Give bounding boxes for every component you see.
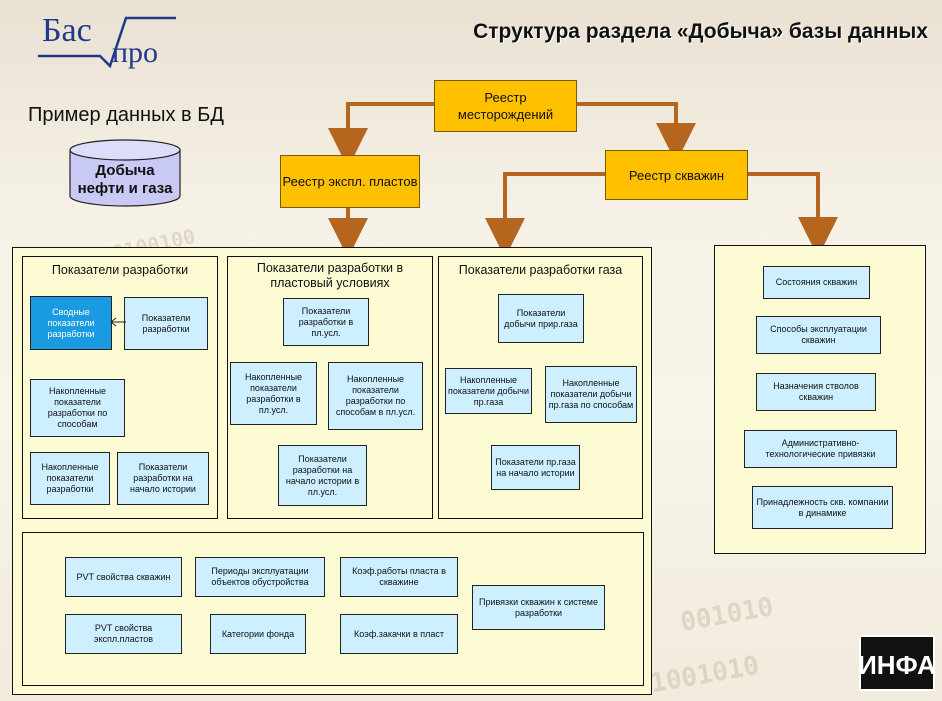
infa-logo: ИНФА	[858, 634, 936, 692]
item-cumulative-development[interactable]: Накопленные показатели разработки	[30, 452, 110, 505]
item-reservoir-at-start[interactable]: Показатели разработки на начало истории …	[278, 445, 367, 506]
panel-reservoir-title: Показатели разработки в пластовый услови…	[256, 261, 404, 290]
page-subtitle: Пример данных в БД	[28, 104, 224, 126]
panel-gas-title: Показатели разработки газа	[458, 263, 623, 277]
database-icon: Добыча нефти и газа	[68, 138, 182, 208]
item-development-indicators[interactable]: Показатели разработки	[124, 297, 208, 350]
item-layer-work-coef[interactable]: Коэф.работы пласта в скважине	[340, 557, 458, 597]
logo-part1: Бас	[42, 12, 92, 49]
logo-part2: про	[112, 36, 159, 69]
item-gas-production[interactable]: Показатели добычи прир.газа	[498, 294, 584, 343]
item-company-ownership[interactable]: Принадлежность скв. компании в динамике	[752, 486, 893, 529]
database-label-line1: Добыча	[95, 162, 155, 179]
baspro-logo: Бас про	[38, 10, 178, 69]
item-well-system-links[interactable]: Привязки скважин к системе разработки	[472, 585, 605, 630]
page-title: Структура раздела «Добыча» базы данных	[473, 20, 928, 43]
item-operation-periods[interactable]: Периоды эксплуатации объектов обустройст…	[195, 557, 325, 597]
registry-layers[interactable]: Реестр экспл. пластов	[280, 155, 420, 208]
item-borehole-purposes[interactable]: Назначения стволов скважин	[756, 373, 876, 411]
logo-checkmark-icon	[38, 16, 176, 68]
item-pvt-layers[interactable]: PVT свойства экспл.пластов	[65, 614, 182, 654]
database-label-line2: нефти и газа	[77, 180, 173, 197]
item-injection-coef[interactable]: Коэф.закачки в пласт	[340, 614, 458, 654]
item-cumulative-by-method[interactable]: Накопленные показатели разработки по спо…	[30, 379, 125, 437]
item-development-at-start[interactable]: Показатели разработки на начало истории	[117, 452, 209, 505]
registry-wells[interactable]: Реестр скважин	[605, 150, 748, 200]
panel-development-title: Показатели разработки	[51, 263, 189, 277]
item-well-states[interactable]: Состояния скважин	[763, 266, 870, 299]
registry-fields[interactable]: Реестр месторождений	[434, 80, 577, 132]
item-admin-tech-links[interactable]: Административно-технологические привязки	[744, 430, 897, 468]
infa-logo-text: ИНФА	[858, 650, 936, 680]
item-gas-cumulative[interactable]: Накопленные показатели добычи пр.газа	[445, 368, 532, 414]
small-arrow-icon	[110, 317, 126, 327]
item-gas-cumulative-by-method[interactable]: Накопленные показатели добычи пр.газа по…	[545, 366, 637, 423]
item-reservoir-cumulative[interactable]: Накопленные показатели разработки в пл.у…	[230, 362, 317, 425]
item-pvt-wells[interactable]: PVT свойства скважин	[65, 557, 182, 597]
item-reservoir-indicators[interactable]: Показатели разработки в пл.усл.	[283, 298, 369, 346]
item-reservoir-cumulative-by-method[interactable]: Накопленные показатели разработки по спо…	[328, 362, 423, 430]
item-fund-categories[interactable]: Категории фонда	[210, 614, 306, 654]
item-summary-development[interactable]: Сводные показатели разработки	[30, 296, 112, 350]
item-gas-at-start[interactable]: Показатели пр.газа на начало истории	[491, 445, 580, 490]
database-label: Добыча нефти и газа	[68, 162, 182, 198]
item-well-operation-methods[interactable]: Способы эксплуатации скважин	[756, 316, 881, 354]
